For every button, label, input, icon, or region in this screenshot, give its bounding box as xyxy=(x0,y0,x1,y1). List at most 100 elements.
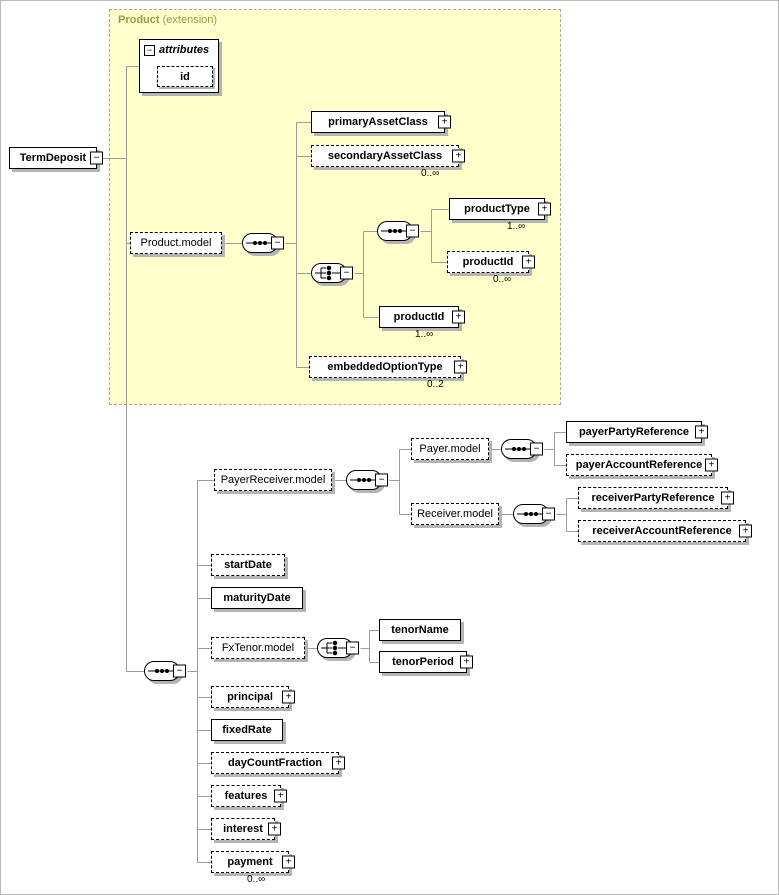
model-group-label: Payer.model xyxy=(419,443,481,455)
cardinality-label: 0..∞ xyxy=(247,874,266,885)
element-label: principal xyxy=(227,691,273,703)
expand-icon[interactable]: + xyxy=(282,855,295,869)
element-label: secondaryAssetClass xyxy=(327,150,443,162)
element-payeraccountreference[interactable]: payerAccountReference + xyxy=(566,454,718,476)
sequence-icon[interactable]: − xyxy=(144,661,186,681)
collapse-icon[interactable]: − xyxy=(90,151,103,165)
expand-icon[interactable]: + xyxy=(452,310,465,324)
collapse-icon[interactable]: − xyxy=(542,507,555,521)
model-group-payer[interactable]: Payer.model xyxy=(411,438,489,460)
model-group-fxtenor[interactable]: FxTenor.model xyxy=(211,637,305,659)
element-producttype[interactable]: productType + xyxy=(449,198,551,220)
element-label: productType xyxy=(464,203,530,215)
element-label: primaryAssetClass xyxy=(328,116,428,128)
extension-name: Product xyxy=(118,14,160,26)
model-group-label: FxTenor.model xyxy=(221,642,295,654)
collapse-icon[interactable]: − xyxy=(530,442,543,456)
element-payment[interactable]: payment + xyxy=(211,851,295,873)
expand-icon[interactable]: + xyxy=(705,458,718,472)
expand-icon[interactable]: + xyxy=(438,115,451,129)
expand-icon[interactable]: + xyxy=(274,789,287,803)
element-label: features xyxy=(224,790,268,802)
expand-icon[interactable]: + xyxy=(695,425,708,439)
element-productid-optional[interactable]: productId + xyxy=(447,251,535,273)
element-label: productId xyxy=(393,311,445,323)
collapse-icon[interactable]: − xyxy=(406,224,419,238)
cardinality-label: 0..2 xyxy=(427,379,444,390)
element-productid-required[interactable]: productId + xyxy=(379,306,465,328)
model-group-label: Receiver.model xyxy=(417,508,493,520)
element-label: tenorName xyxy=(391,624,449,636)
collapse-icon[interactable]: − xyxy=(346,641,359,655)
attributes-title: attributes xyxy=(159,44,210,56)
element-label: fixedRate xyxy=(222,724,272,736)
collapse-icon[interactable]: − xyxy=(375,473,388,487)
element-daycountfraction[interactable]: dayCountFraction + xyxy=(211,752,345,774)
attributes-header: − attributes xyxy=(140,40,218,56)
attributes-group[interactable]: − attributes id xyxy=(139,39,219,93)
element-fixedrate[interactable]: fixedRate xyxy=(211,719,283,741)
element-label: startDate xyxy=(224,559,272,571)
element-label: payerAccountReference xyxy=(575,459,703,471)
element-features[interactable]: features + xyxy=(211,785,287,807)
element-termdeposit[interactable]: TermDeposit − xyxy=(9,147,103,169)
choice-icon[interactable]: − xyxy=(311,263,353,283)
cardinality-label: 1..∞ xyxy=(507,221,526,232)
element-label: TermDeposit xyxy=(19,152,87,164)
element-label: interest xyxy=(223,823,263,835)
sequence-icon[interactable]: − xyxy=(242,233,284,253)
expand-icon[interactable]: + xyxy=(460,655,473,669)
element-secondaryassetclass[interactable]: secondaryAssetClass + xyxy=(311,145,465,167)
expand-icon[interactable]: + xyxy=(538,202,551,216)
cardinality-label: 1..∞ xyxy=(415,329,434,340)
model-group-receiver[interactable]: Receiver.model xyxy=(411,503,499,525)
collapse-icon[interactable]: − xyxy=(173,664,186,678)
extension-label: Product (extension) xyxy=(118,14,217,26)
element-label: dayCountFraction xyxy=(227,757,323,769)
model-group-payerreceiver[interactable]: PayerReceiver.model xyxy=(214,469,332,491)
element-label: payment xyxy=(227,856,273,868)
sequence-icon[interactable]: − xyxy=(377,221,419,241)
element-startdate[interactable]: startDate xyxy=(211,554,285,576)
element-receiveraccountreference[interactable]: receiverAccountReference + xyxy=(578,520,752,542)
sequence-icon[interactable]: − xyxy=(501,439,543,459)
cardinality-label: 0..∞ xyxy=(421,168,440,179)
sequence-icon[interactable]: − xyxy=(346,470,388,490)
element-receiverpartyreference[interactable]: receiverPartyReference + xyxy=(578,487,734,509)
element-maturitydate[interactable]: maturityDate xyxy=(211,587,303,609)
sequence-icon[interactable]: − xyxy=(513,504,555,524)
element-label: receiverAccountReference xyxy=(592,525,732,537)
attribute-id[interactable]: id xyxy=(157,66,213,87)
expand-icon[interactable]: + xyxy=(268,822,281,836)
element-label: payerPartyReference xyxy=(578,426,690,438)
element-embeddedoptiontype[interactable]: embeddedOptionType + xyxy=(309,356,467,378)
element-interest[interactable]: interest + xyxy=(211,818,281,840)
element-label: tenorPeriod xyxy=(392,656,454,668)
cardinality-label: 0..∞ xyxy=(493,274,512,285)
element-payerpartyreference[interactable]: payerPartyReference + xyxy=(566,421,708,443)
collapse-icon[interactable]: − xyxy=(340,266,353,280)
expand-icon[interactable]: + xyxy=(282,690,295,704)
expand-icon[interactable]: + xyxy=(522,255,535,269)
choice-icon[interactable]: − xyxy=(317,638,359,658)
element-tenorperiod[interactable]: tenorPeriod + xyxy=(379,651,473,673)
expand-icon[interactable]: + xyxy=(332,756,345,770)
element-label: embeddedOptionType xyxy=(327,361,443,373)
model-group-label: Product.model xyxy=(140,237,212,249)
attribute-id-label: id xyxy=(180,70,190,83)
expand-icon[interactable]: + xyxy=(454,360,467,374)
expand-icon[interactable]: + xyxy=(721,491,734,505)
element-primaryassetclass[interactable]: primaryAssetClass + xyxy=(311,111,451,133)
expand-icon[interactable]: + xyxy=(452,149,465,163)
collapse-icon[interactable]: − xyxy=(144,44,155,56)
element-tenorname[interactable]: tenorName xyxy=(379,619,461,641)
element-principal[interactable]: principal + xyxy=(211,686,295,708)
model-group-product[interactable]: Product.model xyxy=(130,232,222,254)
expand-icon[interactable]: + xyxy=(739,524,752,538)
element-label: maturityDate xyxy=(223,592,291,604)
extension-kind: (extension) xyxy=(162,14,218,26)
element-label: receiverPartyReference xyxy=(591,492,715,504)
collapse-icon[interactable]: − xyxy=(271,236,284,250)
